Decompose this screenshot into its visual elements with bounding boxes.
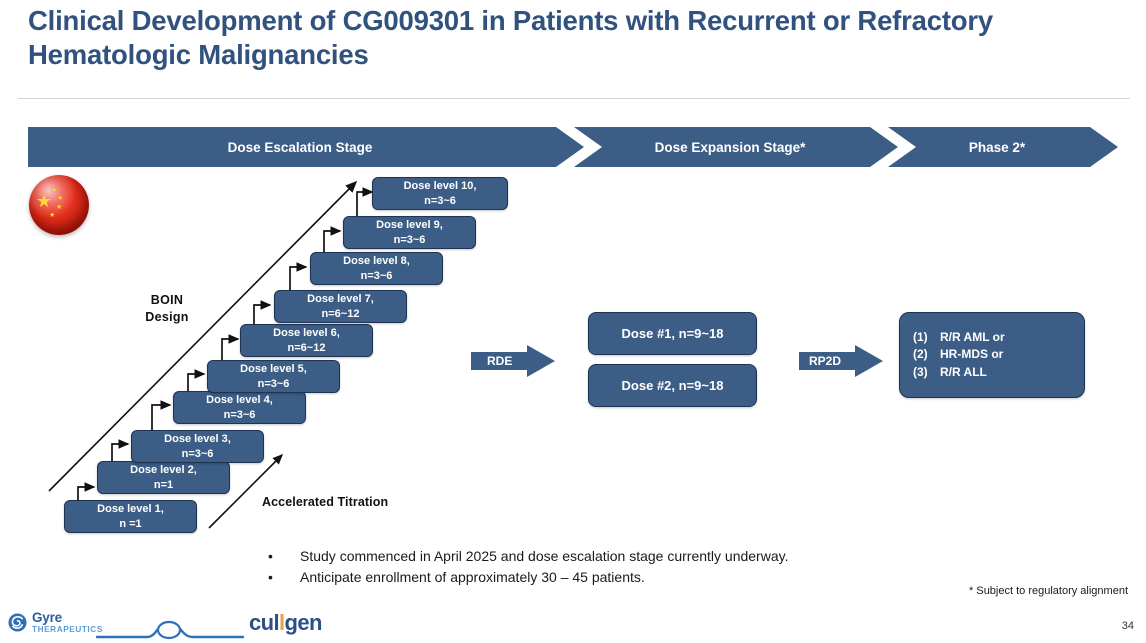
dose-level-box-6[interactable]: Dose level 6, n=6~12 (240, 324, 373, 357)
dose-level-box-8[interactable]: Dose level 8, n=3~6 (310, 252, 443, 285)
dose-level-box-9[interactable]: Dose level 9, n=3~6 (343, 216, 476, 249)
stage-chevron-dose-expansion[interactable]: Dose Expansion Stage* (574, 127, 898, 167)
dose-level-name: Dose level 9, (376, 219, 443, 232)
rde-arrow-label: RDE (487, 354, 513, 368)
dose-level-box-7[interactable]: Dose level 7, n=6~12 (274, 290, 407, 323)
list-item: • Anticipate enrollment of approximately… (266, 567, 986, 588)
dose-level-name: Dose level 2, (130, 464, 197, 477)
logo-connector-graphic (95, 620, 245, 640)
dose-level-n: n=6~12 (287, 341, 326, 354)
dose-level-name: Dose level 6, (273, 327, 340, 340)
accelerated-titration-label: Accelerated Titration (262, 495, 389, 509)
indication-index: (3) (913, 364, 928, 379)
bullet-text: Study commenced in April 2025 and dose e… (300, 548, 789, 564)
phase2-indication-list: (1) R/R AML or (2) HR-MDS or (3) R/R ALL (913, 329, 1005, 381)
dose-level-name: Dose level 8, (343, 255, 410, 268)
dose-level-box-5[interactable]: Dose level 5, n=3~6 (207, 360, 340, 393)
dose-level-name: Dose level 5, (240, 363, 307, 376)
expansion-dose-box-2[interactable]: Dose #2, n=9~18 (588, 364, 757, 407)
dose-level-name: Dose level 4, (206, 394, 273, 407)
stage-chevron-phase-2[interactable]: Phase 2* (888, 127, 1118, 167)
dose-level-box-10[interactable]: Dose level 10, n=3~6 (372, 177, 508, 210)
indication-index: (1) (913, 329, 928, 344)
dose-level-n: n=6~12 (321, 307, 360, 320)
dose-level-n: n=3~6 (181, 447, 214, 460)
dose-level-n: n=3~6 (360, 269, 393, 282)
cullgen-wordmark-accent: l (279, 610, 285, 635)
cullgen-wordmark-post: gen (284, 610, 323, 635)
summary-bullet-list: • Study commenced in April 2025 and dose… (266, 546, 986, 589)
rp2d-arrow-label: RP2D (809, 354, 842, 368)
list-item: (2) HR-MDS or (913, 346, 1005, 363)
page-title: Clinical Development of CG009301 in Pati… (28, 5, 993, 70)
indication-index: (2) (913, 347, 928, 362)
list-item: • Study commenced in April 2025 and dose… (266, 546, 986, 567)
indication-label: R/R ALL (940, 364, 987, 379)
dose-level-box-4[interactable]: Dose level 4, n=3~6 (173, 391, 306, 424)
expansion-dose-label: Dose #2, n=9~18 (621, 378, 724, 393)
stage-chevron-dose-escalation[interactable]: Dose Escalation Stage (28, 127, 584, 167)
indication-label: HR-MDS or (940, 347, 1004, 362)
rp2d-arrow[interactable]: RP2D (799, 345, 883, 377)
dose-level-n: n =1 (119, 517, 142, 530)
cullgen-logo: cullgen (249, 610, 322, 636)
bullet-marker: • (268, 569, 273, 586)
rde-arrow[interactable]: RDE (471, 345, 555, 377)
list-item: (3) R/R ALL (913, 364, 1005, 381)
cullgen-wordmark-pre: cul (249, 610, 280, 635)
dose-level-n: n=3~6 (223, 408, 256, 421)
dose-level-name: Dose level 7, (307, 293, 374, 306)
bullet-text: Anticipate enrollment of approximately 3… (300, 569, 645, 586)
indication-label: R/R AML or (940, 329, 1005, 344)
phase2-indications-box[interactable]: (1) R/R AML or (2) HR-MDS or (3) R/R ALL (899, 312, 1085, 398)
gyre-tagline: THERAPEUTICS (32, 624, 103, 634)
stage-label: Dose Expansion Stage* (654, 139, 806, 155)
boin-design-label-line1: BOIN (150, 293, 184, 307)
dose-level-n: n=1 (153, 478, 174, 491)
gyre-spiral-icon (8, 613, 27, 632)
expansion-dose-box-1[interactable]: Dose #1, n=9~18 (588, 312, 757, 355)
dose-level-n: n=3~6 (393, 233, 426, 246)
stage-label: Dose Escalation Stage (227, 139, 373, 155)
dose-level-name: Dose level 3, (164, 433, 231, 446)
dose-level-name: Dose level 1, (97, 503, 164, 516)
boin-design-label-line2: Design (145, 309, 189, 324)
stage-label: Phase 2* (968, 139, 1026, 155)
dose-level-box-2[interactable]: Dose level 2, n=1 (97, 461, 230, 494)
dose-level-n: n=3~6 (424, 194, 456, 207)
dose-level-box-1[interactable]: Dose level 1, n =1 (64, 500, 197, 533)
gyre-therapeutics-logo: Gyre THERAPEUTICS (8, 611, 103, 634)
china-flag-orb-icon: ★ ★ ★ ★ ★ (29, 175, 89, 235)
dose-level-n: n=3~6 (257, 377, 290, 390)
dose-level-box-3[interactable]: Dose level 3, n=3~6 (131, 430, 264, 463)
footnote: * Subject to regulatory alignment (969, 585, 1128, 597)
stage-banner: Dose Escalation Stage Dose Expansion Sta… (28, 127, 1118, 167)
dose-level-name: Dose level 10, (403, 180, 477, 193)
title-divider (18, 98, 1130, 99)
boin-design-label: BOIN Design (126, 292, 208, 326)
list-item: (1) R/R AML or (913, 329, 1005, 346)
bullet-marker: • (268, 548, 273, 564)
expansion-dose-label: Dose #1, n=9~18 (621, 326, 724, 341)
page-number: 34 (1121, 620, 1134, 632)
gyre-wordmark: Gyre (32, 610, 62, 625)
logo-bar: Gyre THERAPEUTICS (0, 603, 360, 643)
